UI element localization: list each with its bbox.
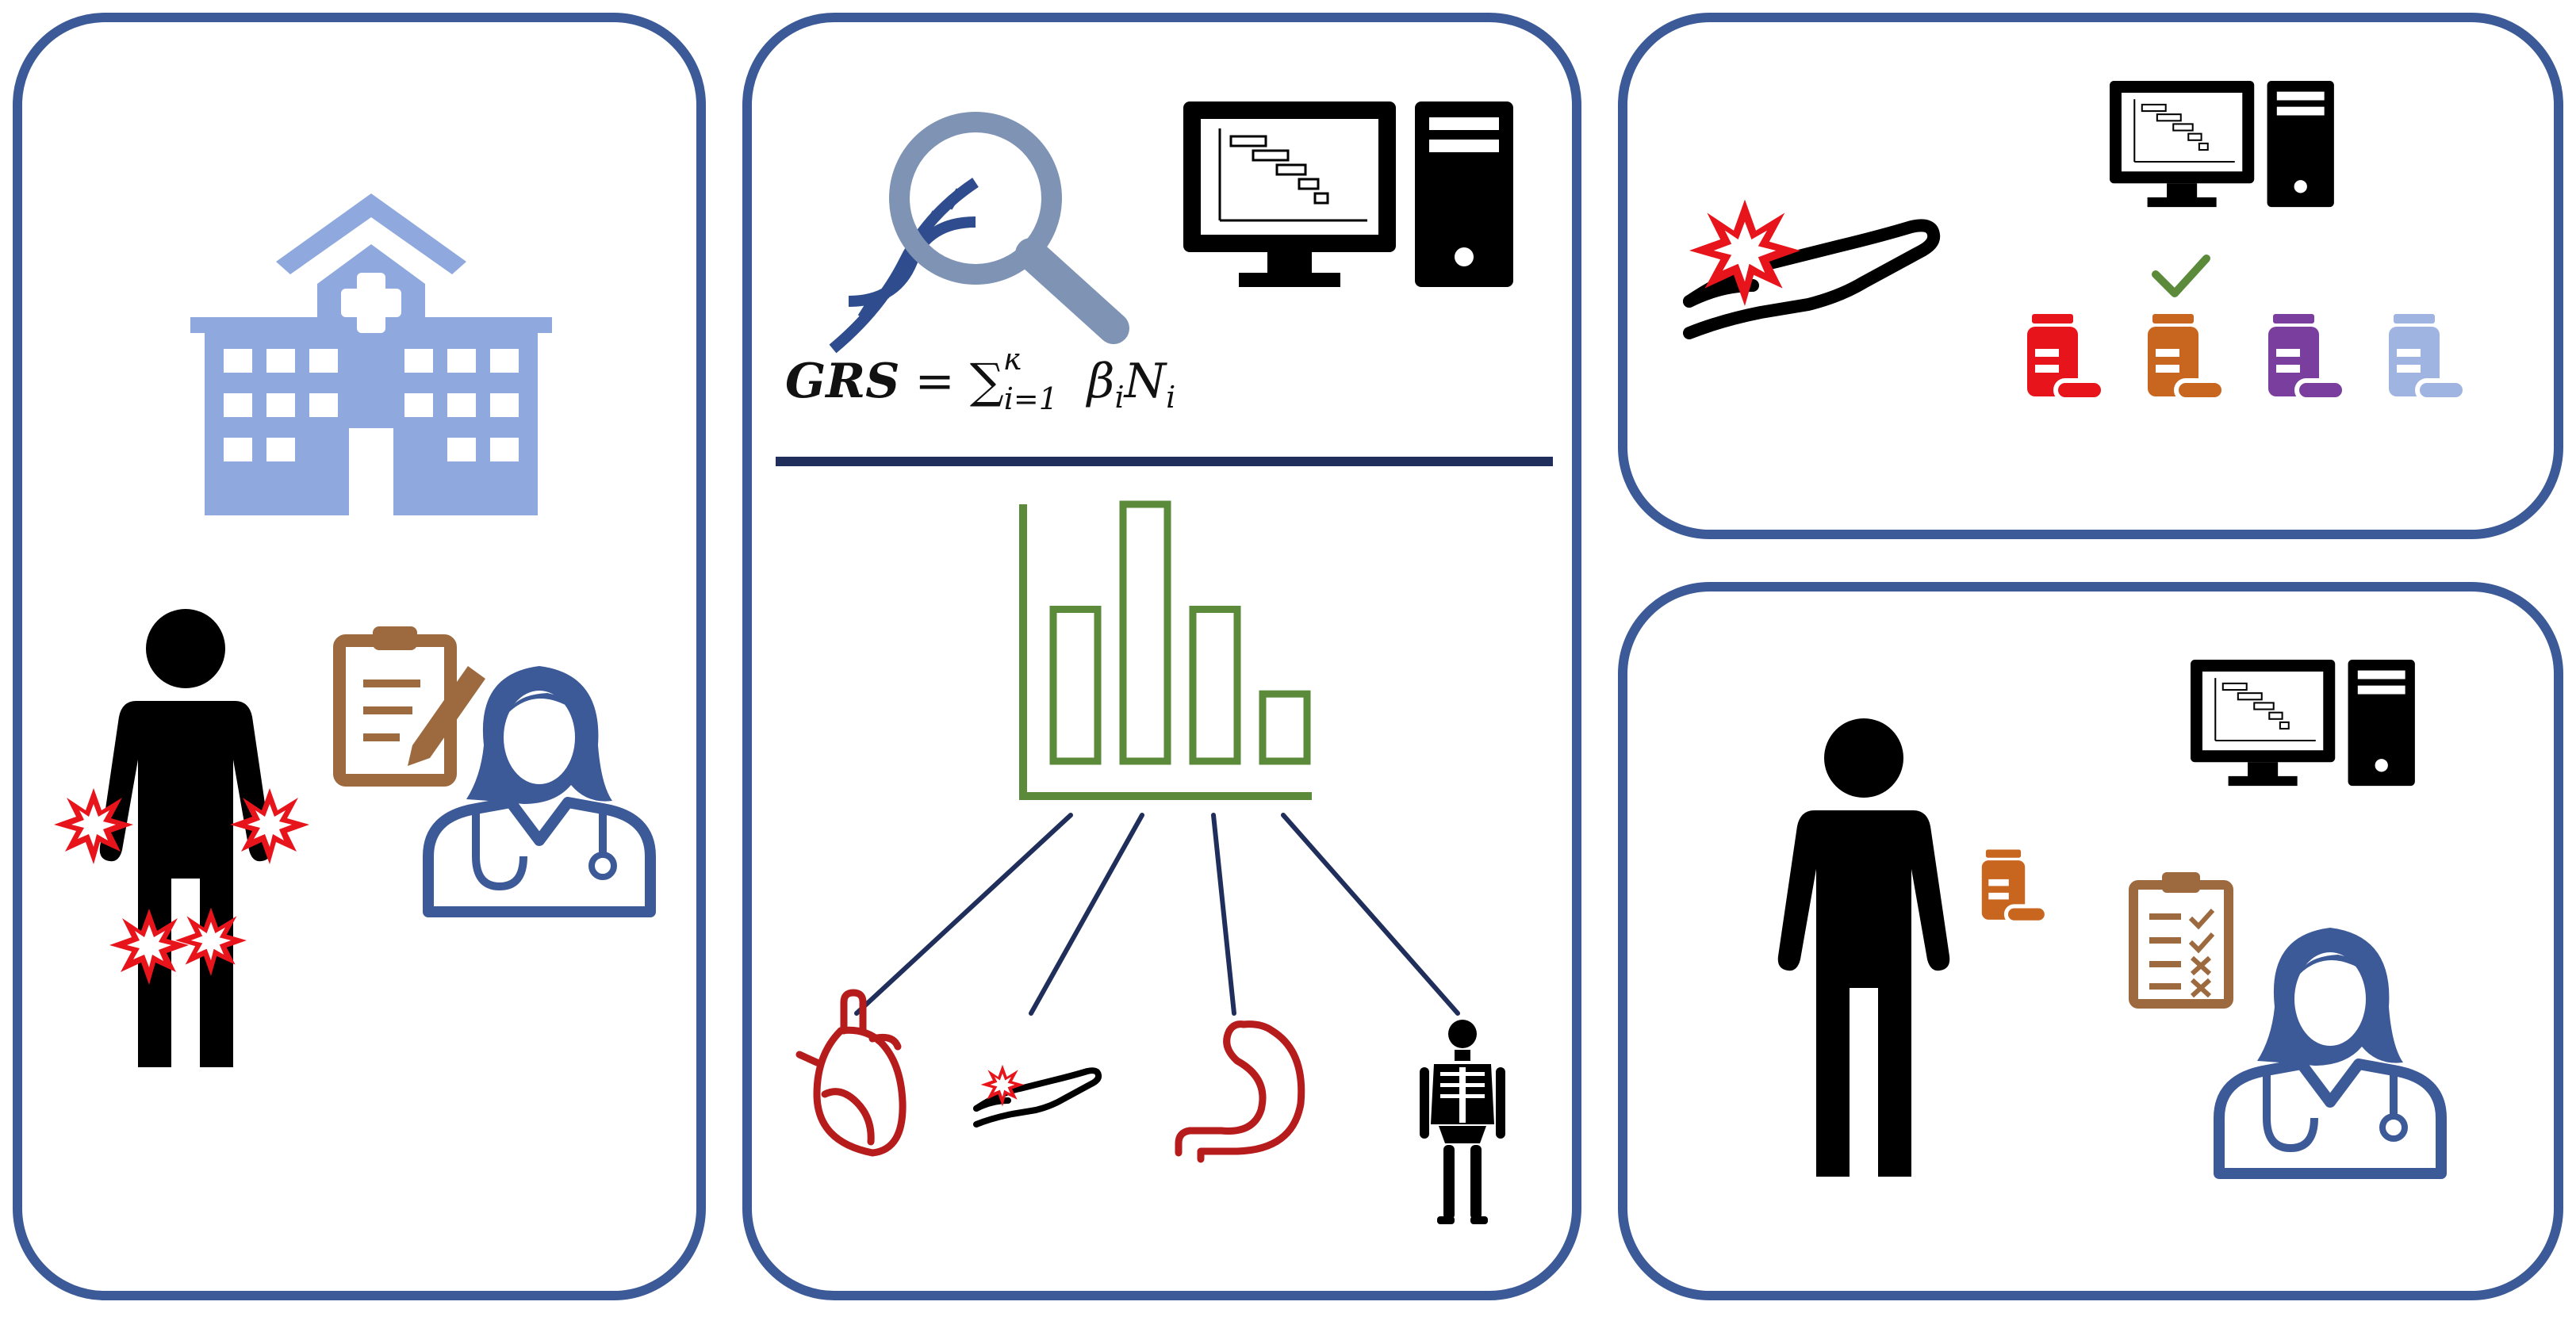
formula-n-sub: i [1166,380,1176,415]
formula-n: N [1124,354,1167,409]
formula-sum: ∑ [969,354,1004,409]
formula-lhs: GRS [785,354,900,409]
heart-icon [795,989,907,1157]
checklist-icon [2129,872,2233,1009]
bar-chart [1019,500,1312,800]
formula-equals: = [914,354,955,409]
chart-bar [1049,605,1102,765]
dna-magnifier-icon [829,112,1129,354]
chart-bar [1119,500,1171,765]
checkmark-icon [2152,255,2210,297]
formula-sum-sub: i=1 [1003,381,1058,417]
formula-sum-sup: k [1003,354,1022,377]
formula-beta-sub: i [1114,380,1125,415]
panel-bottom-right [1618,582,2563,1300]
chart-bar [1189,605,1241,765]
skeleton-icon [1420,1020,1505,1224]
connector-lines [854,813,1460,1016]
chart-bar [1259,690,1311,765]
panel-center [742,13,1581,1300]
hospital-icon [190,193,552,515]
stomach-icon [1175,1020,1305,1163]
clipboard-icon [333,626,485,787]
formula-beta: β [1087,354,1115,409]
